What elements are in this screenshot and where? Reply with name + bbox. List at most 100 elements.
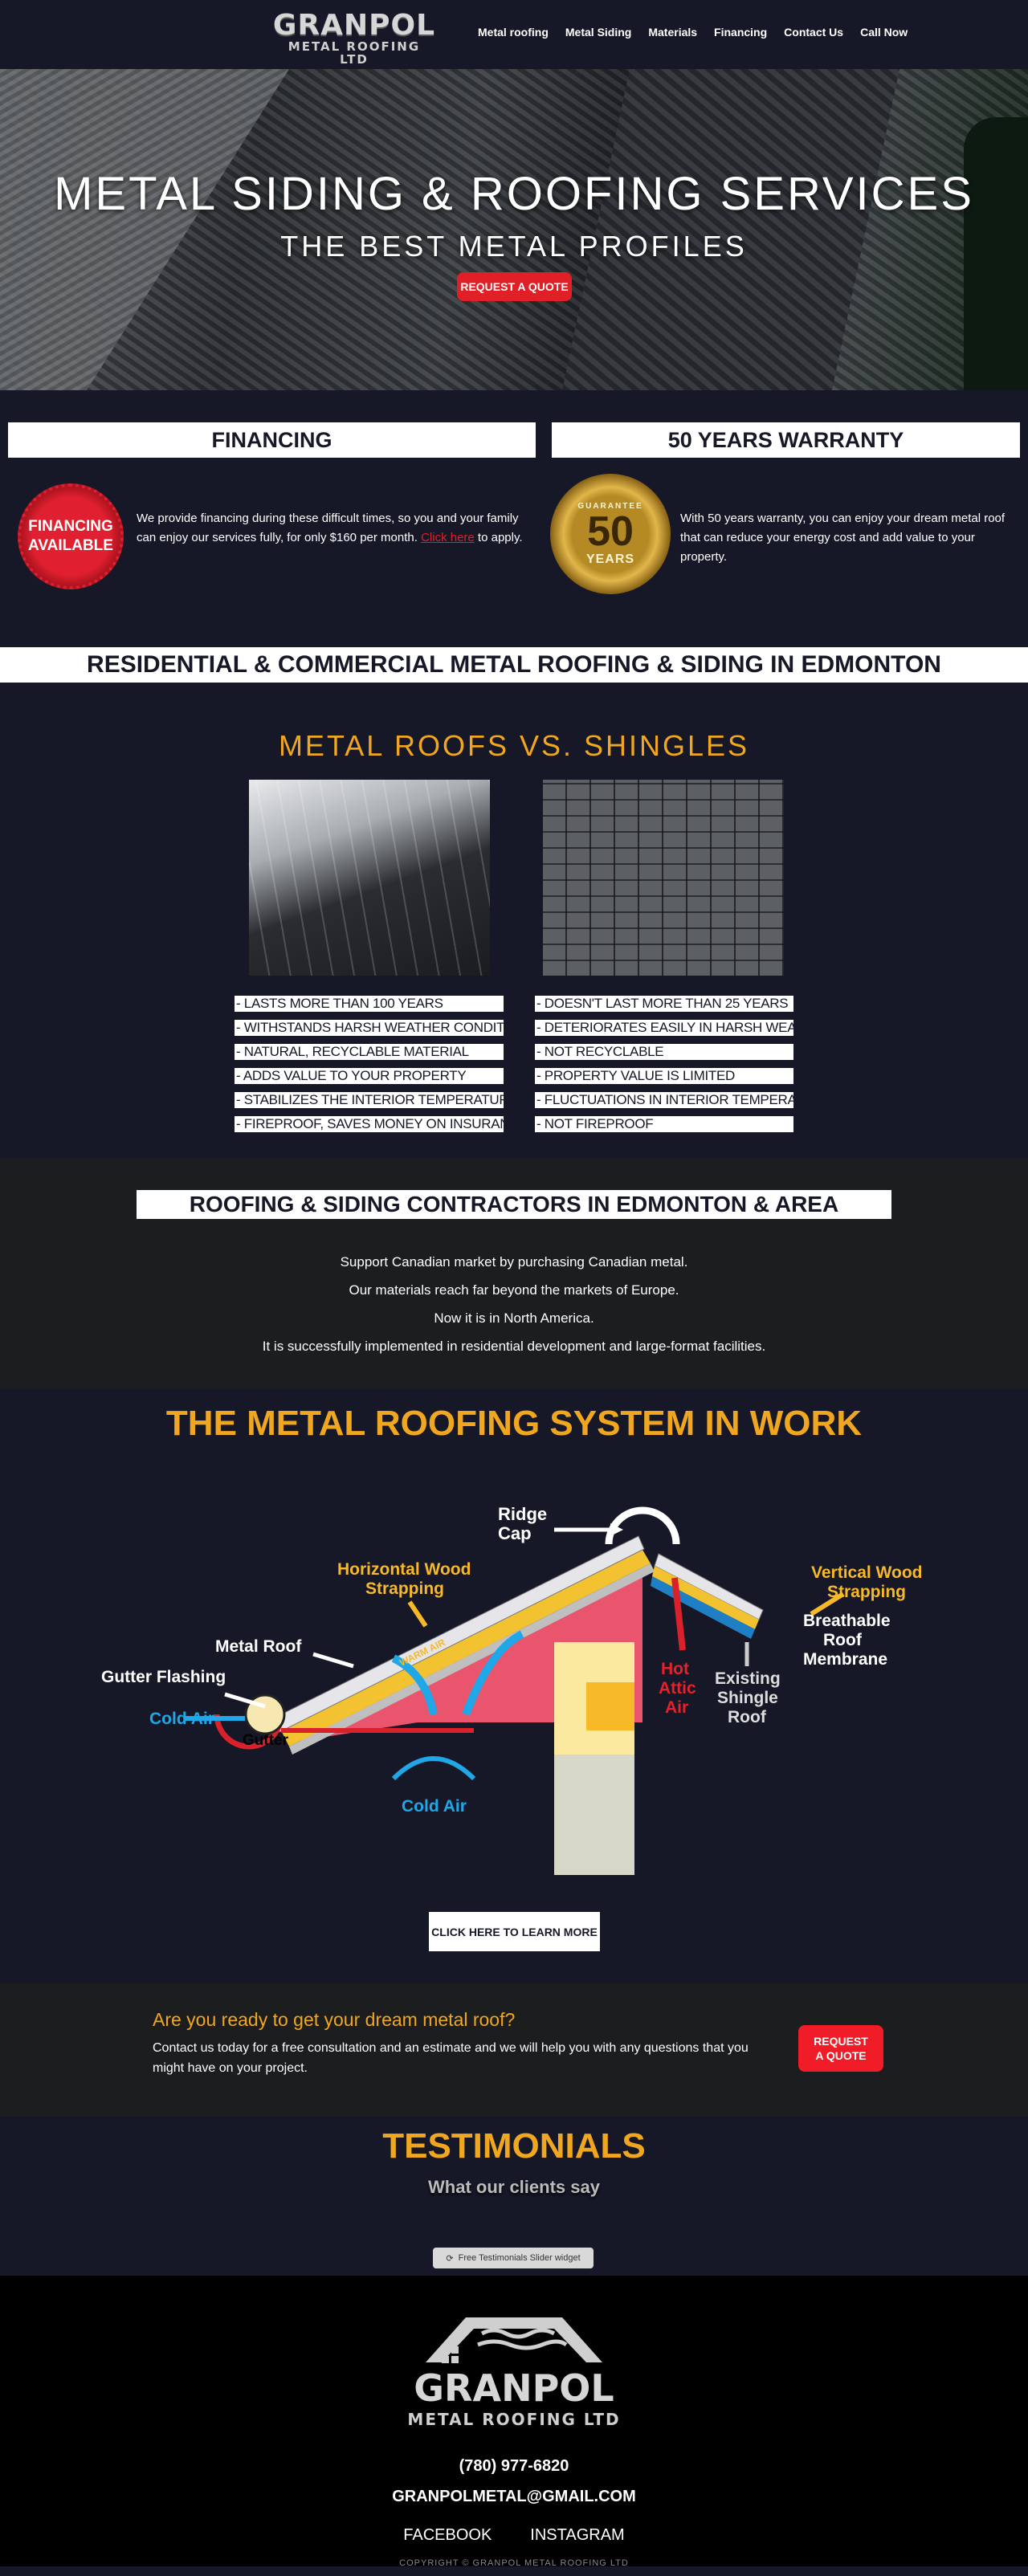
hero-overlay [0, 69, 1028, 390]
footer-email[interactable]: GRANPOLMETAL@GMAIL.COM [392, 2488, 636, 2505]
logo-subtitle: METAL ROOFING LTD [288, 39, 421, 67]
list-item: - DETERIORATES EASILY IN HARSH WEATHER [535, 1020, 793, 1036]
label-cold-air: Cold Air [149, 1710, 214, 1728]
label-gutter-flashing: Gutter Flashing [101, 1668, 226, 1686]
testimonials-title: TESTIMONIALS [382, 2126, 646, 2166]
logo-window-icon [451, 2356, 459, 2363]
logo-window-icon [451, 2346, 459, 2354]
logo-wave-2 [477, 2339, 568, 2350]
contractors-line: It is successfully implemented in reside… [262, 1339, 766, 1354]
testimonials-widget-link[interactable]: ⟳ Free Testimonials Slider widget [433, 2248, 594, 2268]
main-nav: Metal roofing Metal Siding Materials Fin… [478, 26, 908, 39]
list-item: - DOESN'T LAST MORE THAN 25 YEARS [535, 996, 793, 1012]
hero-roof-image-2 [562, 69, 900, 390]
learn-more-button[interactable]: CLICK HERE TO LEARN MORE [429, 1912, 600, 1951]
cta-button-line-2: A QUOTE [815, 2049, 867, 2062]
list-item: - WITHSTANDS HARSH WEATHER CONDITIONS [235, 1020, 504, 1036]
roofing-system-diagram: Ridge Cap Horizontal Wood Strapping Vert… [101, 1504, 922, 1875]
logo-roof-icon [426, 2317, 602, 2362]
ridge-arrow-head [610, 1523, 623, 1536]
logo-title: GRANPOL [272, 9, 436, 42]
list-item: - PROPERTY VALUE IS LIMITED [535, 1068, 793, 1084]
hero-section: METAL SIDING & ROOFING SERVICES THE BEST… [0, 69, 1028, 390]
hero-trees [964, 117, 1028, 390]
hot-air-arrow [671, 1577, 686, 1651]
badge-number: 50 [587, 507, 634, 555]
nav-metal-roofing[interactable]: Metal roofing [478, 26, 549, 39]
financing-text-end: to apply. [474, 531, 523, 544]
label-hws-1: Horizontal Wood [337, 1560, 471, 1579]
site-header: GRANPOL METAL ROOFING LTD Metal roofing … [0, 0, 1028, 69]
label-hot: Hot [661, 1660, 689, 1678]
site-logo[interactable]: GRANPOL METAL ROOFING LTD [271, 9, 437, 67]
hero-title: METAL SIDING & ROOFING SERVICES [54, 168, 974, 220]
footer-logo-subtitle: METAL ROOFING LTD [407, 2410, 620, 2429]
list-item: - LASTS MORE THAN 100 YEARS [235, 996, 504, 1012]
hws-arrow [407, 1600, 428, 1628]
roof-strapping-layer [281, 1550, 651, 1747]
badge-guarantee: GUARANTEE [577, 501, 643, 511]
nav-contact-us[interactable]: Contact Us [784, 26, 844, 39]
metal-benefits-list: - LASTS MORE THAN 100 YEARS - WITHSTANDS… [235, 996, 504, 1140]
label-existing: Existing [715, 1669, 781, 1688]
roofing-system-section: THE METAL ROOFING SYSTEM IN WORK [0, 1389, 1028, 1983]
cta-button-line-1: REQUEST [814, 2035, 868, 2048]
system-title: THE METAL ROOFING SYSTEM IN WORK [165, 1404, 863, 1443]
badge-line-2: AVAILABLE [28, 537, 113, 554]
label-brm-3: Membrane [803, 1650, 887, 1669]
shingle-drawbacks-list: - DOESN'T LAST MORE THAN 25 YEARS - DETE… [535, 996, 793, 1140]
warranty-heading: 50 YEARS WARRANTY [552, 422, 1020, 458]
label-attic: Attic [659, 1679, 696, 1698]
comparison-title: METAL ROOFS VS. SHINGLES [278, 729, 750, 762]
wall-lower [554, 1755, 634, 1875]
comparison-section: METAL ROOFS VS. SHINGLES - LASTS MORE TH… [0, 683, 1028, 1158]
nav-call-now[interactable]: Call Now [860, 26, 908, 39]
list-item: - FLUCTUATIONS IN INTERIOR TEMPERATURE [535, 1092, 793, 1108]
cta-heading: Are you ready to get your dream metal ro… [153, 2009, 516, 2030]
refresh-icon: ⟳ [446, 2253, 454, 2264]
badge-line-1: FINANCING [28, 518, 113, 535]
label-cold-air-bottom: Cold Air [402, 1797, 467, 1816]
footer-logo-title: GRANPOL [414, 2366, 614, 2410]
cta-text: Contact us today for a free consultation… [153, 2041, 749, 2075]
badge-years: YEARS [585, 552, 635, 566]
request-quote-button[interactable]: REQUEST A QUOTE [457, 272, 572, 301]
widget-label: Free Testimonials Slider widget [458, 2253, 581, 2263]
footer-social-links: FACEBOOK INSTAGRAM [0, 2526, 1028, 2545]
financing-text-main: We provide financing during these diffic… [137, 512, 519, 544]
label-vws-2: Strapping [827, 1583, 906, 1601]
label-vws-1: Vertical Wood [811, 1563, 922, 1582]
logo-wave-1 [480, 2328, 556, 2339]
list-item: - NATURAL, RECYCLABLE MATERIAL [235, 1044, 504, 1060]
ridge-cap-shape [605, 1506, 680, 1545]
cold-air-bottom-arrow [391, 1756, 476, 1781]
financing-apply-link[interactable]: Click here [421, 531, 475, 544]
label-ridge: Ridge [498, 1504, 547, 1524]
financing-available-badge: FINANCING AVAILABLE [18, 483, 124, 589]
contractors-line: Now it is in North America. [434, 1310, 594, 1326]
nav-materials[interactable]: Materials [648, 26, 698, 39]
cta-section: Are you ready to get your dream metal ro… [0, 1983, 1028, 2117]
cold-air-flow-arrow-2 [391, 1654, 438, 1716]
vws-arrow [810, 1592, 845, 1616]
metal-roof-arrow [312, 1652, 354, 1669]
nav-financing[interactable]: Financing [714, 26, 768, 39]
label-roof: Roof [728, 1708, 767, 1726]
contractors-heading: ROOFING & SIDING CONTRACTORS IN EDMONTON… [137, 1190, 891, 1219]
list-item: - NOT FIREPROOF [535, 1116, 793, 1132]
copyright: COPYRIGHT © GRANPOL METAL ROOFING LTD [399, 2558, 629, 2568]
list-item: - STABILIZES THE INTERIOR TEMPERATURE [235, 1092, 504, 1108]
footer-phone[interactable]: (780) 977-6820 [459, 2457, 569, 2475]
facebook-link[interactable]: FACEBOOK [403, 2526, 492, 2544]
label-gutter: Gutter [243, 1732, 289, 1749]
hero-subtitle: THE BEST METAL PROFILES [280, 230, 748, 263]
logo-window-icon [442, 2346, 449, 2354]
label-hws-2: Strapping [365, 1579, 444, 1598]
list-item: - NOT RECYCLABLE [535, 1044, 793, 1060]
label-metal-roof: Metal Roof [215, 1637, 302, 1656]
instagram-link[interactable]: INSTAGRAM [530, 2526, 625, 2544]
footer-logo[interactable]: GRANPOL METAL ROOFING LTD [394, 2305, 634, 2433]
nav-metal-siding[interactable]: Metal Siding [565, 26, 632, 39]
label-brm-2: Roof [823, 1631, 863, 1649]
